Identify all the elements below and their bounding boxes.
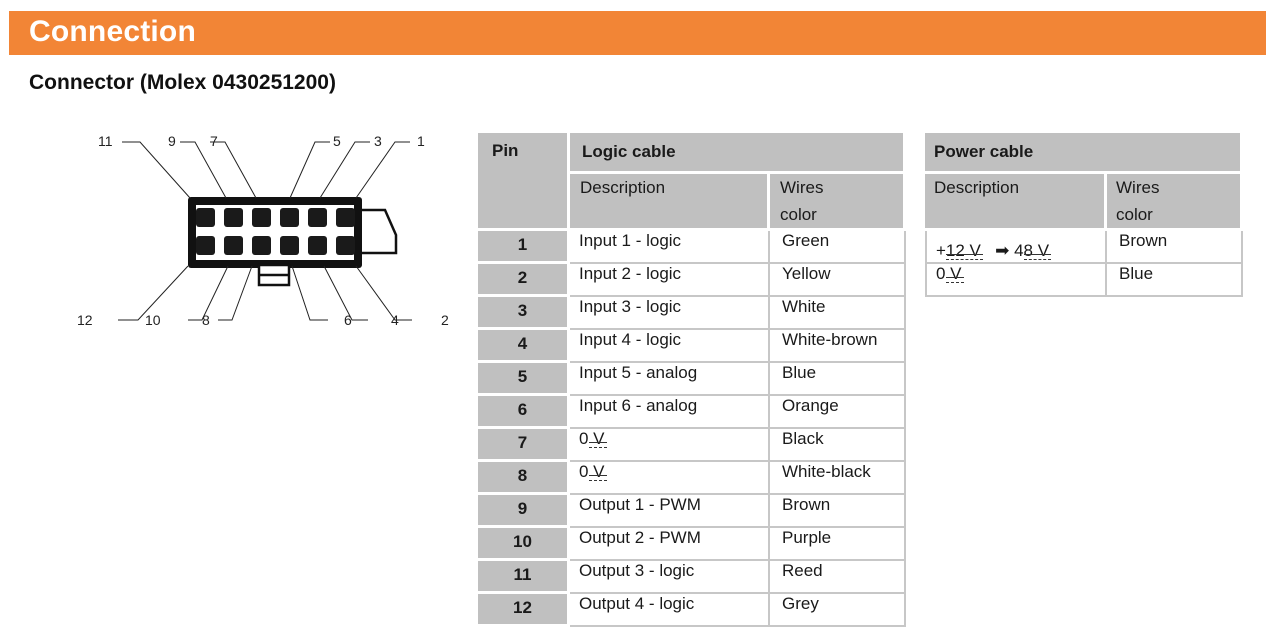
pin-label: 9 <box>168 133 176 149</box>
logic-cable-header: Logic cable <box>570 133 906 174</box>
pin-label: 6 <box>344 312 352 328</box>
section-banner: Connection <box>9 11 1266 55</box>
pin-header: Pin <box>478 133 570 231</box>
connector-pinout-diagram: 11 9 7 5 3 1 12 10 8 6 4 2 <box>60 120 470 340</box>
description-header: Description <box>925 174 1107 231</box>
pin-label: 5 <box>333 133 341 149</box>
power-cable-header: Power cable <box>925 133 1243 174</box>
section-title: Connection <box>29 15 196 48</box>
molex-connector-icon: 11 9 7 5 3 1 12 10 8 6 4 2 <box>77 133 449 328</box>
pin-label: 12 <box>77 312 93 328</box>
description-header: Description <box>570 174 770 231</box>
table-row: +12 V ➡ 48 V Brown <box>925 231 1243 264</box>
pin-label: 3 <box>374 133 382 149</box>
pin-label: 11 <box>98 133 113 149</box>
pin-label: 1 <box>417 133 425 149</box>
arrow-right-icon: ➡ <box>995 241 1010 260</box>
table-row: 0 V Blue <box>925 264 1243 297</box>
pin-label: 8 <box>202 312 210 328</box>
pin-label: 2 <box>441 312 449 328</box>
connector-subtitle: Connector (Molex 0430251200) <box>29 71 336 94</box>
pin-label: 10 <box>145 312 161 328</box>
pin-label: 4 <box>391 312 399 328</box>
pin-label: 7 <box>210 133 218 149</box>
